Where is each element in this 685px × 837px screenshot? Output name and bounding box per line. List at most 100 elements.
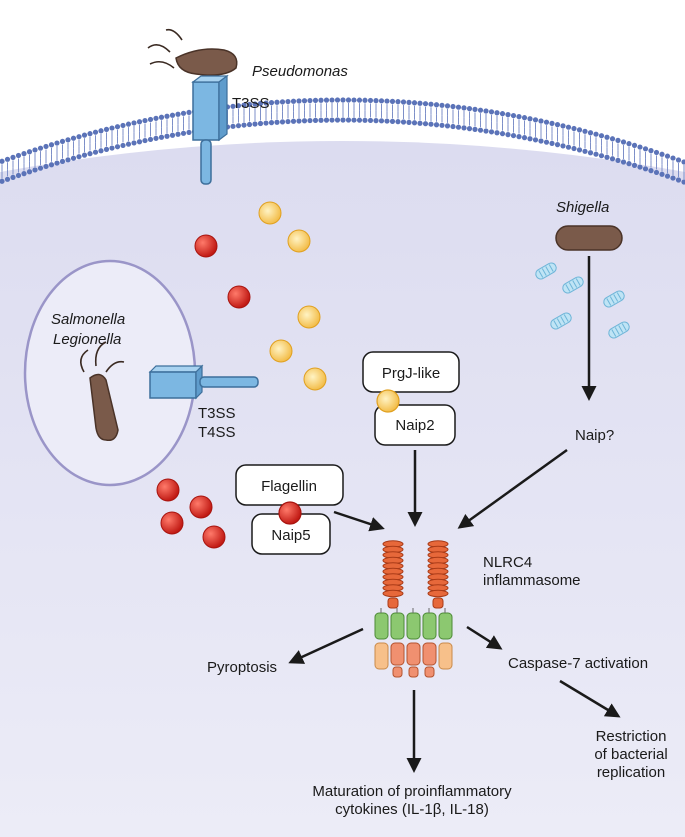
lipid-head	[175, 131, 181, 137]
prgj-particle	[269, 339, 293, 363]
effector-protein	[535, 262, 557, 280]
lipid-head	[345, 117, 352, 123]
lipid-head	[483, 128, 489, 134]
lipid-head	[659, 171, 665, 177]
lipid-head	[576, 127, 583, 133]
lipid-head	[241, 102, 247, 108]
lipid-head	[609, 156, 616, 162]
caspase1-domain	[390, 642, 405, 666]
lipid-head	[290, 118, 297, 124]
flagellin-particle	[194, 234, 218, 258]
lipid-head	[373, 118, 379, 124]
restriction-line3: replication	[597, 764, 665, 781]
lipid-head	[142, 117, 148, 124]
lipid-head	[48, 162, 55, 168]
effector-stripe	[568, 282, 574, 290]
lipid-head	[312, 117, 319, 123]
shigella-effectors	[535, 262, 630, 339]
lipid-head	[15, 172, 22, 179]
lipid-head	[98, 148, 104, 154]
lipid-head	[26, 149, 33, 155]
lipid-head	[164, 113, 170, 119]
lipid-head	[32, 167, 38, 173]
lipid-head	[268, 100, 275, 106]
lipid-head	[21, 151, 27, 157]
lipid-head	[0, 178, 5, 184]
nod-domain	[432, 597, 444, 609]
lipid-head	[109, 125, 115, 131]
caspase1-domain	[422, 642, 437, 666]
vacuole-bacterium	[80, 341, 125, 442]
lipid-head	[653, 169, 660, 176]
lipid-head	[642, 166, 649, 172]
lipid-head	[10, 154, 16, 160]
restriction-line1: Restriction	[596, 728, 667, 745]
lipid-head	[186, 109, 192, 116]
lipid-head	[92, 149, 99, 155]
lipid-head	[367, 117, 374, 124]
lipid-head	[615, 137, 621, 143]
prgj-particle	[303, 367, 327, 391]
lipid-head	[301, 98, 308, 104]
lipid-head	[351, 117, 357, 123]
lrr-repeat	[382, 589, 404, 598]
t3ss-injectisome-top	[191, 74, 229, 185]
t3ss-top-label: T3SS	[232, 95, 270, 112]
lipid-head	[329, 117, 335, 123]
lipid-head	[180, 110, 187, 116]
lipid-head	[235, 103, 242, 109]
caspase1-tail	[424, 666, 435, 678]
lipid-head	[642, 146, 649, 152]
lipid-head	[455, 124, 462, 130]
lipid-head	[329, 97, 335, 103]
lipid-head	[598, 153, 605, 159]
lipid-head	[554, 122, 561, 128]
effector-stripe	[565, 284, 571, 292]
lipid-head	[626, 161, 632, 167]
card-domain	[438, 642, 453, 670]
lipid-head	[620, 139, 627, 145]
lipid-head	[527, 136, 533, 142]
lipid-head	[466, 126, 473, 132]
lipid-head	[87, 151, 93, 157]
lipid-head	[637, 164, 643, 170]
lipid-head	[65, 157, 71, 163]
lipid-head	[120, 122, 126, 129]
flagellin-particle	[189, 495, 213, 519]
lipid-head	[455, 104, 462, 110]
lipid-head	[543, 139, 550, 145]
arrow-naip-to-nlrc4	[457, 448, 568, 529]
lipid-head	[505, 112, 511, 118]
lipid-head	[114, 124, 121, 130]
lipid-head	[15, 152, 22, 159]
maturation-line1: Maturation of proinflammatory	[312, 783, 512, 800]
lipid-head	[147, 136, 154, 143]
lipid-head	[0, 158, 5, 164]
lipid-head	[560, 123, 566, 129]
lipid-head	[488, 129, 495, 135]
naip2-label: Naip2	[395, 417, 434, 434]
lipid-head	[670, 155, 676, 161]
lipid-head	[549, 140, 555, 146]
lipid-head	[345, 97, 352, 103]
lipid-head	[109, 145, 115, 151]
lipid-head	[362, 97, 368, 103]
lipid-head	[527, 116, 533, 122]
lipid-head	[444, 103, 451, 109]
flagellin-particle	[202, 525, 226, 549]
lipid-head	[252, 101, 258, 107]
effector-stripe	[609, 296, 615, 304]
lipid-head	[296, 118, 302, 124]
lipid-head	[312, 97, 319, 103]
effector-stripe	[572, 280, 578, 288]
lipid-head	[263, 100, 269, 106]
lipid-head	[532, 117, 539, 123]
lipid-head	[136, 139, 143, 145]
lipid-head	[582, 128, 588, 134]
lipid-head	[70, 135, 77, 141]
lipid-head	[510, 112, 517, 119]
nacht-domain	[422, 612, 437, 640]
lipid-head	[538, 118, 544, 124]
lipid-head	[681, 159, 685, 165]
effector-protein	[603, 290, 625, 308]
